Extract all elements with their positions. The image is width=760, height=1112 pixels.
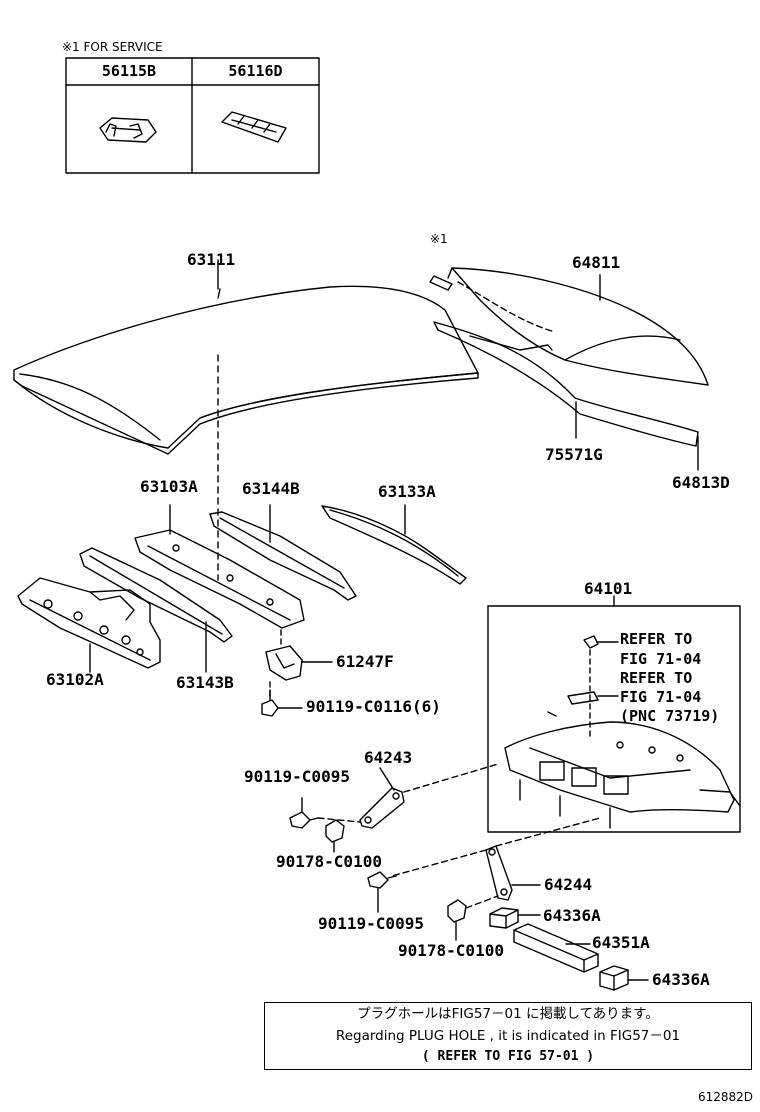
dashed-64244-a xyxy=(391,849,487,877)
label-64336a-a: 64336A xyxy=(543,906,601,925)
front-header-63103a xyxy=(134,529,305,629)
roof-bow-63144b xyxy=(209,511,357,601)
roof-panel-63111 xyxy=(13,285,479,455)
rail-63143b xyxy=(79,547,233,643)
package-tray-64101 xyxy=(504,721,741,829)
dashed-clip-64811 xyxy=(457,281,556,333)
bolt-90119-c0095-a xyxy=(289,811,319,829)
refer-line-3: REFER TO xyxy=(620,669,693,687)
clip-icon xyxy=(429,275,453,291)
pad-64336a-b xyxy=(599,965,629,991)
bolt-90119-c0116 xyxy=(261,689,279,717)
rear-glass-64811 xyxy=(447,267,709,386)
refer-clip-mark xyxy=(547,711,557,717)
leader-64243 xyxy=(379,767,395,791)
label-64101: 64101 xyxy=(584,579,633,598)
nut-90178-c0100-b xyxy=(447,899,467,923)
label-64336a-b: 64336A xyxy=(652,970,710,989)
roof-bow-63133a xyxy=(321,505,467,585)
bracket-64243 xyxy=(359,787,405,829)
plug-hole-note: プラグホールはFIG57－01 に掲載してあります。 Regarding PLU… xyxy=(264,1002,752,1070)
label-63111: 63111 xyxy=(187,250,236,269)
bolt-90119-c0095-b xyxy=(367,871,397,889)
clip-56115b-icon xyxy=(99,117,157,143)
dashed-64244-b xyxy=(495,817,601,847)
label-64244: 64244 xyxy=(544,875,593,894)
service-part-56116d: 56116D xyxy=(228,62,283,80)
refer-line-5: (PNC 73719) xyxy=(620,707,720,725)
note-en: Regarding PLUG HOLE , it is indicated in… xyxy=(335,1028,681,1044)
label-90119-c0095-a: 90119-C0095 xyxy=(244,767,350,786)
note-jp: プラグホールはFIG57－01 に掲載してあります。 xyxy=(357,1006,659,1022)
label-61247f: 61247F xyxy=(336,652,394,671)
service-title: ※1 FOR SERVICE xyxy=(62,40,163,54)
dashed-bolt-a xyxy=(317,817,361,823)
label-75571g: 75571G xyxy=(545,445,603,464)
weatherstrip-75571g xyxy=(433,321,699,447)
service-box xyxy=(65,57,320,174)
label-63144b: 63144B xyxy=(242,479,300,498)
service-part-56115b: 56115B xyxy=(101,62,157,80)
service-mark: ※1 xyxy=(430,232,448,246)
label-90178-c0100-b: 90178-C0100 xyxy=(398,941,504,960)
dashed-nut-b xyxy=(465,895,499,909)
clip-56116d-icon xyxy=(221,111,287,143)
label-90178-c0100-a: 90178-C0100 xyxy=(276,852,382,871)
label-64351a: 64351A xyxy=(592,933,650,952)
note-ref: ( REFER TO FIG 57-01 ) xyxy=(421,1049,595,1064)
label-64811: 64811 xyxy=(572,253,621,272)
label-64243: 64243 xyxy=(364,748,413,767)
label-64813d: 64813D xyxy=(672,473,730,492)
bracket-61247f xyxy=(265,645,303,681)
refer-clip-icon-1 xyxy=(583,635,599,649)
pad-64336a-a xyxy=(489,907,519,929)
label-63102a: 63102A xyxy=(46,670,104,689)
refer-line-1: REFER TO xyxy=(620,630,693,648)
refer-clip-icon-2 xyxy=(567,691,599,705)
figure-id: 612882D xyxy=(698,1090,754,1104)
nut-90178-c0100-a xyxy=(325,819,345,843)
label-63143b: 63143B xyxy=(176,673,234,692)
pad-64351a xyxy=(513,923,599,973)
refer-line-2: FIG 71-04 xyxy=(620,650,702,668)
label-63133a: 63133A xyxy=(378,482,436,501)
label-90119-c0116: 90119-C0116(6) xyxy=(306,697,441,716)
cowl-panel-63102a xyxy=(17,577,161,669)
label-90119-c0095-b: 90119-C0095 xyxy=(318,914,424,933)
bracket-64244 xyxy=(485,845,513,901)
refer-line-4: FIG 71-04 xyxy=(620,688,702,706)
dashed-64243 xyxy=(403,763,499,793)
label-63103a: 63103A xyxy=(140,477,198,496)
